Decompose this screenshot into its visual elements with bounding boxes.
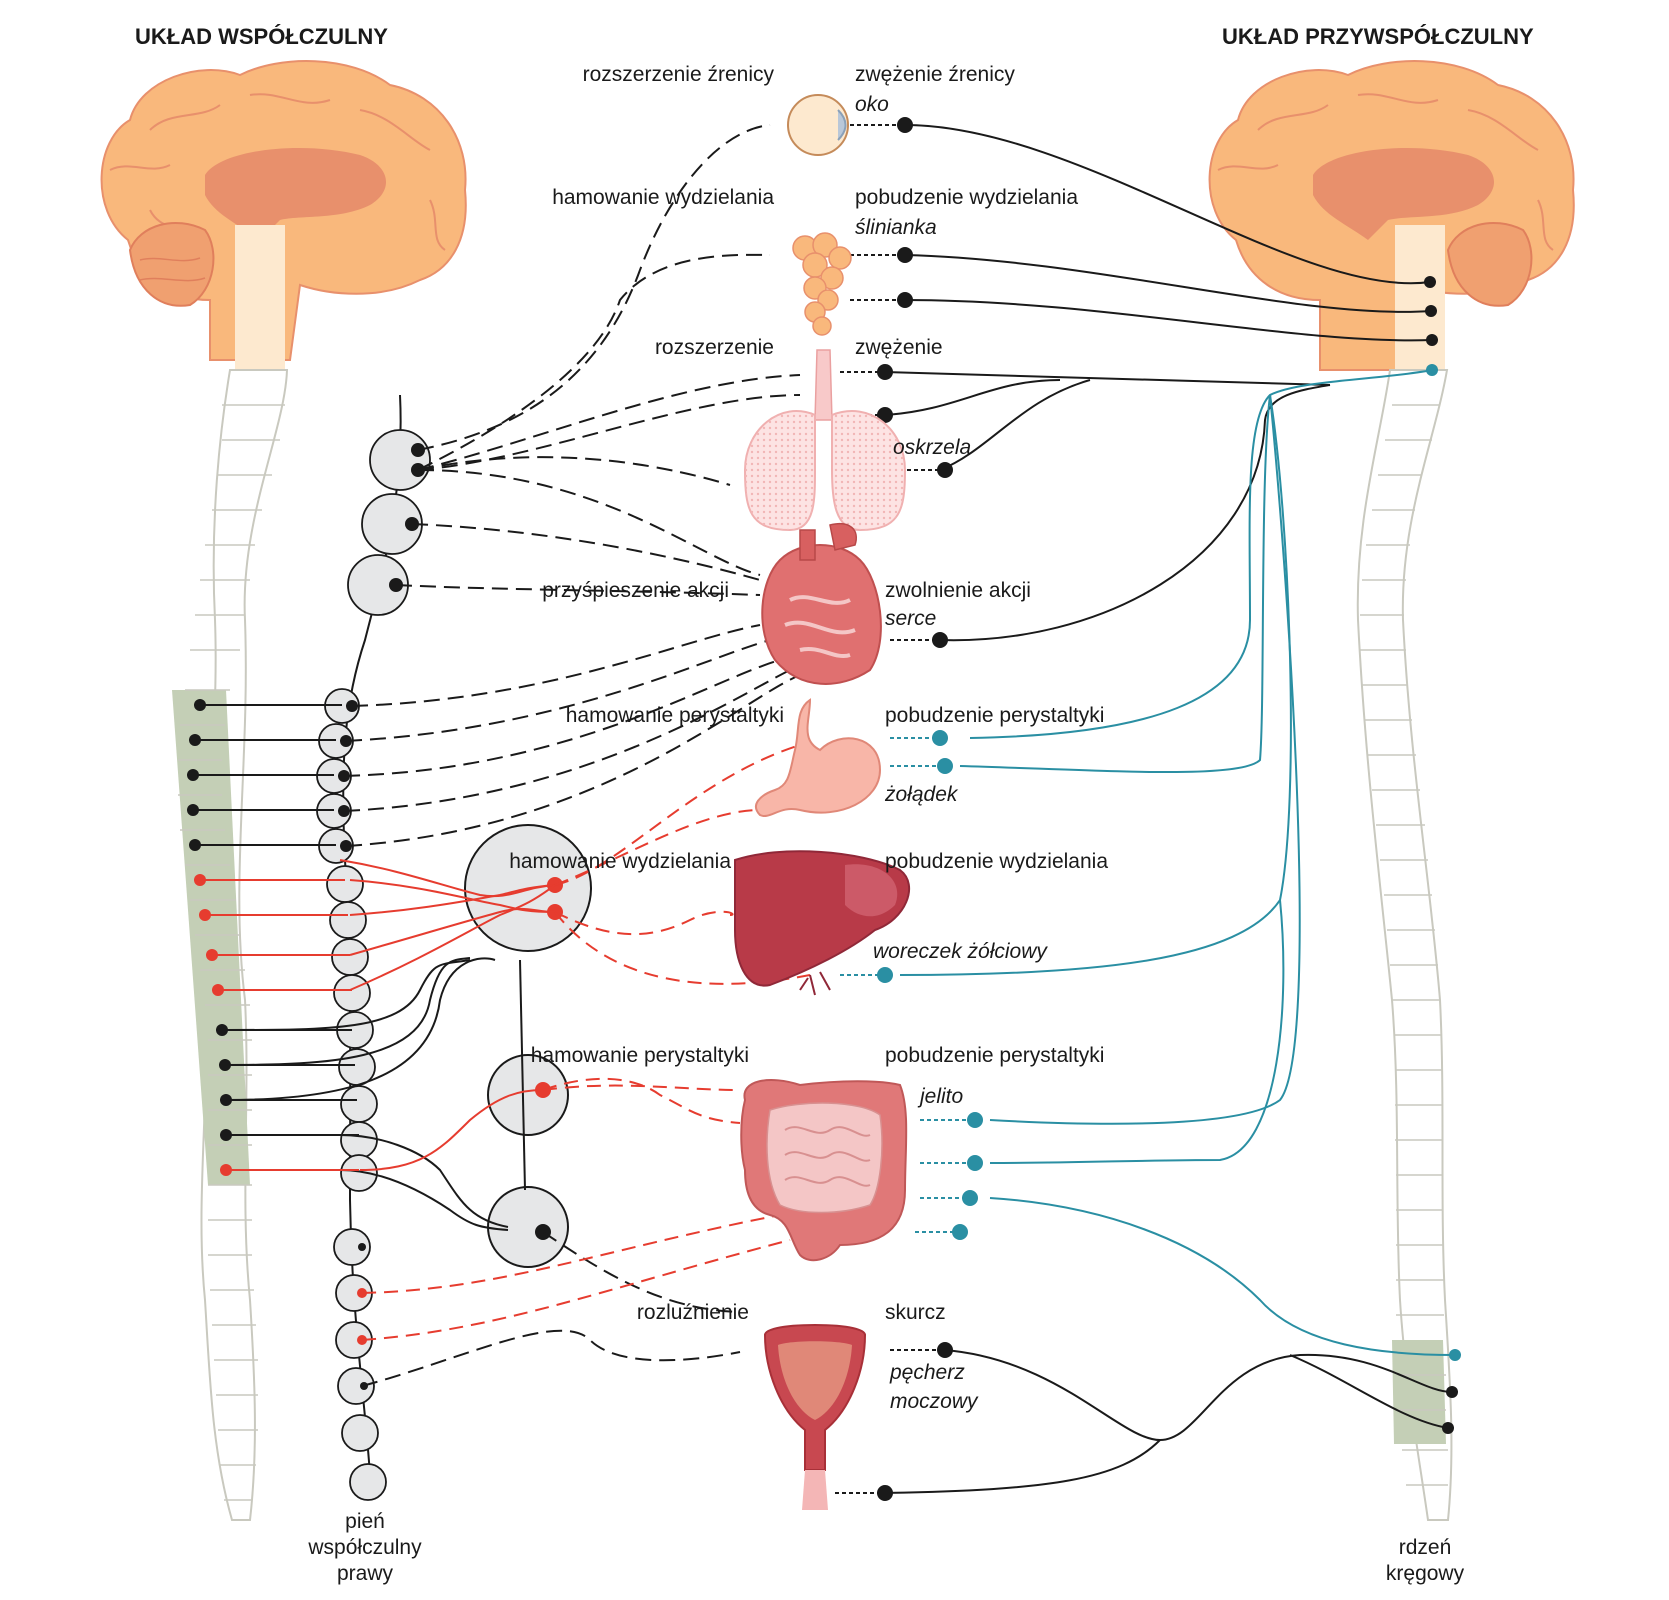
- liver-organ: [734, 850, 911, 996]
- bladder-organ: [763, 1323, 867, 1510]
- bronchi-organ-label: oskrzela: [893, 436, 972, 459]
- header-parasympathetic: UKŁAD PRZYWSPÓŁCZULNY: [1222, 24, 1534, 49]
- stomach-organ: [755, 698, 882, 818]
- brain-left: [100, 60, 467, 370]
- bladder-organ-label-line1: pęcherz: [890, 1361, 965, 1384]
- spinal-cord-left: [172, 369, 289, 1521]
- salivary-organ-label: ślinianka: [855, 216, 937, 239]
- intestine-organ: [740, 1079, 908, 1262]
- salivary-parasympathetic-effect: pobudzenie wydzielania: [855, 186, 1078, 209]
- heart-organ-label: serce: [885, 607, 937, 630]
- parasympathetic-black-lines: [884, 124, 1453, 1494]
- preganglionic-lines: [193, 704, 526, 1231]
- parasympathetic-teal-lines: [899, 369, 1456, 1356]
- intestine-parasympathetic-effect: pobudzenie perystaltyki: [885, 1044, 1105, 1067]
- bladder-organ-label-line2: moczowy: [890, 1390, 978, 1413]
- bronchi-parasympathetic-effect: zwężenie: [855, 336, 943, 359]
- stomach-organ-label: żołądek: [885, 783, 958, 806]
- sympathetic-red-dashed-lines: [361, 744, 811, 1341]
- salivary-sympathetic-effect: hamowanie wydzielania: [552, 186, 774, 209]
- bronchi-sympathetic-effect: rozszerzenie: [654, 336, 774, 359]
- eye-organ-label: oko: [855, 93, 889, 116]
- bladder-parasympathetic-effect: skurcz: [885, 1301, 946, 1324]
- eye-parasympathetic-effect: zwężenie źrenicy: [855, 63, 1015, 86]
- sympathetic-trunk: [316, 394, 592, 1501]
- stomach-parasympathetic-effect: pobudzenie perystaltyki: [885, 704, 1105, 727]
- spinal-cord-label-line2: kręgowy: [1385, 1562, 1465, 1585]
- heart-parasympathetic-effect: zwolnienie akcji: [885, 579, 1031, 602]
- lungs-organ: [743, 349, 907, 532]
- intestine-organ-label: jelito: [920, 1085, 964, 1108]
- sympathetic-trunk-label-line1: pień: [345, 1510, 385, 1533]
- intestine-sympathetic-effect: hamowanie perystaltyki: [530, 1044, 749, 1067]
- parasympathetic-ganglion-dots: [877, 117, 983, 1501]
- parasympathetic-short-fibers: [835, 124, 970, 1494]
- gallbladder-sympathetic-effect: hamowanie wydzielania: [509, 850, 731, 873]
- salivary-gland-organ: [792, 232, 852, 336]
- bladder-sympathetic-effect: rozluźnienie: [636, 1301, 749, 1324]
- eye-sympathetic-effect: rozszerzenie źrenicy: [582, 63, 774, 86]
- header-sympathetic: UKŁAD WSPÓŁCZULNY: [135, 24, 388, 49]
- gallbladder-parasympathetic-effect: pobudzenie wydzielania: [885, 850, 1108, 873]
- spinal-cord-label-line1: rdzeń: [1398, 1536, 1452, 1559]
- eye-organ: [787, 94, 849, 156]
- spinal-cord-right: [1356, 276, 1461, 1521]
- brain-right: [1208, 60, 1575, 371]
- preganglionic-red-lines: [200, 859, 556, 1171]
- gallbladder-organ-label: woreczek żółciowy: [873, 940, 1047, 963]
- stomach-sympathetic-effect: hamowanie perystaltyki: [565, 704, 784, 727]
- heart-organ: [761, 523, 882, 685]
- heart-sympathetic-effect: przyśpieszenie akcji: [542, 579, 729, 602]
- sympathetic-dashed-lines: [343, 124, 801, 1387]
- sympathetic-trunk-label-line2: współczulny: [308, 1536, 422, 1559]
- sympathetic-trunk-label-line3: prawy: [336, 1562, 394, 1585]
